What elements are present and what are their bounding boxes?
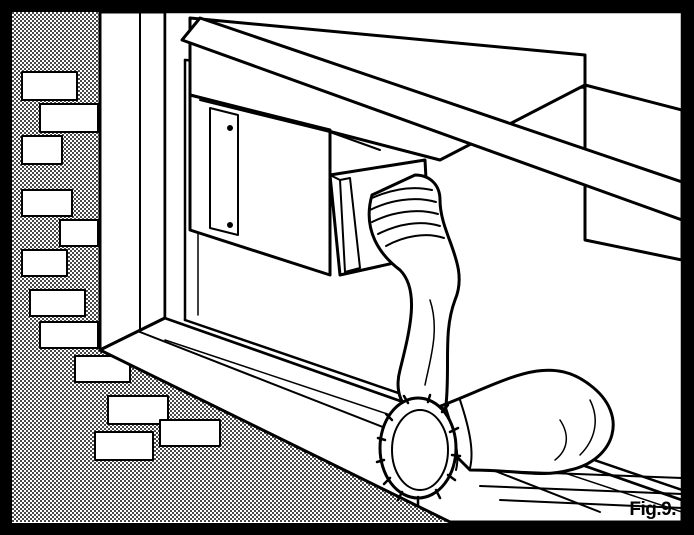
window-track <box>469 469 682 509</box>
figure-label: Fig.9. <box>629 499 676 520</box>
hose-end-fitting <box>375 393 462 507</box>
window-rail <box>180 16 682 222</box>
brick-wall <box>12 12 450 522</box>
